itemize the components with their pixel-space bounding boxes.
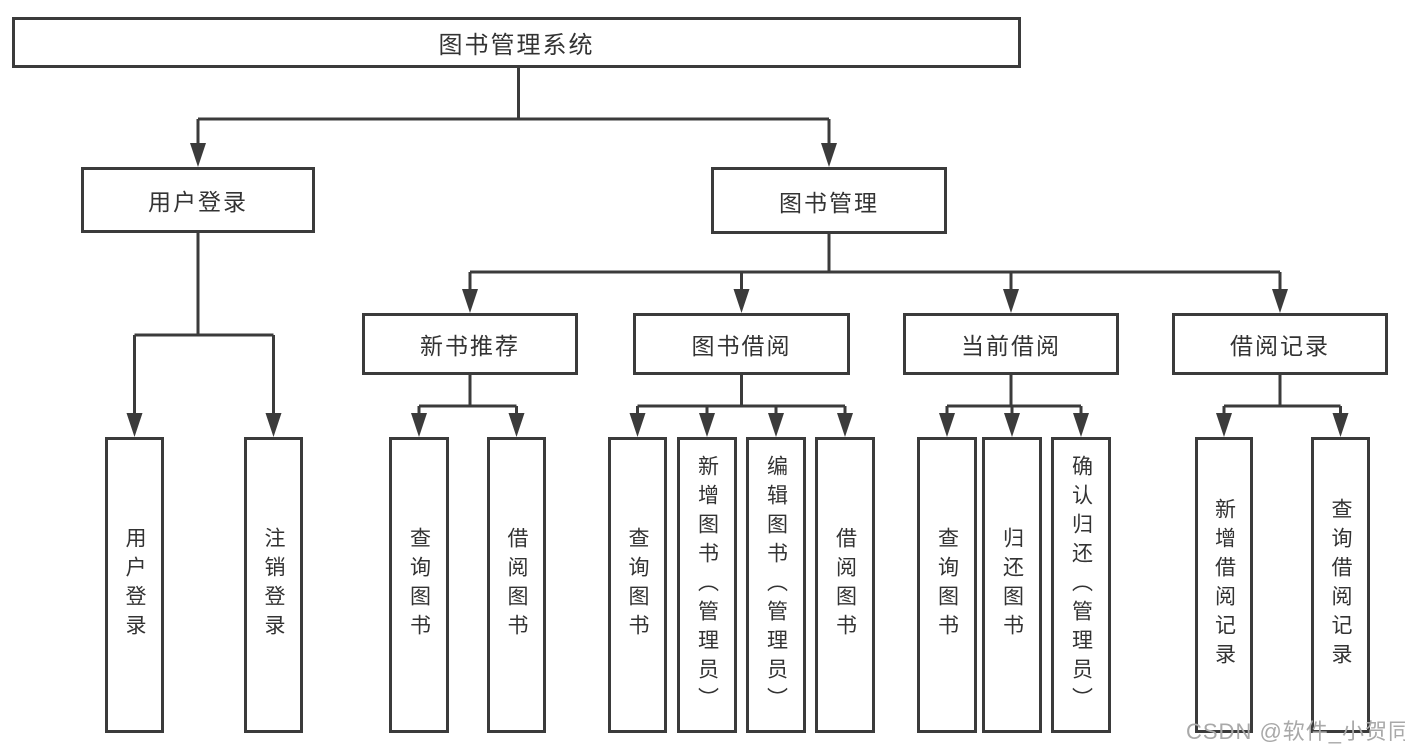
connector-borrow-record-children — [1222, 375, 1342, 418]
leaf-logout: 注销登录 — [244, 437, 303, 733]
arrowhead-icon — [1003, 289, 1019, 313]
connector-book-borrow-children — [636, 375, 847, 418]
leaf-borrow-books-recommend: 借阅图书 — [487, 437, 546, 733]
connector-book-management-children — [468, 234, 1282, 294]
arrowhead-icon — [733, 289, 750, 313]
node-library-management-system: 图书管理系统 — [12, 17, 1021, 68]
node-user-login: 用户登录 — [81, 167, 315, 233]
node-borrowing-records: 借阅记录 — [1172, 313, 1388, 375]
connector-current-borrow-children — [945, 375, 1083, 418]
node-new-book-recommendation: 新书推荐 — [362, 313, 578, 375]
connector-root-to-level1 — [196, 68, 831, 148]
arrowhead-icon — [768, 413, 784, 437]
leaf-edit-book-admin: 编辑图书（管理员） — [746, 437, 806, 733]
node-book-management: 图书管理 — [711, 167, 947, 234]
leaf-user-login: 用户登录 — [105, 437, 164, 733]
connector-new-book-children — [417, 375, 518, 418]
leaf-return-books: 归还图书 — [982, 437, 1042, 733]
arrowhead-icon — [411, 413, 427, 437]
csdn-watermark: CSDN @软件_小贺同学 — [1186, 719, 1405, 744]
arrowhead-icon — [1272, 289, 1288, 313]
leaf-query-books-current: 查询图书 — [917, 437, 977, 733]
arrowhead-icon — [1332, 413, 1349, 437]
node-current-borrowing: 当前借阅 — [903, 313, 1119, 375]
leaf-query-books-recommend: 查询图书 — [389, 437, 449, 733]
arrowhead-icon — [939, 413, 955, 437]
arrowhead-icon — [837, 413, 853, 437]
leaf-add-book-admin: 新增图书（管理员） — [677, 437, 737, 733]
arrowhead-icon — [1073, 413, 1089, 437]
arrowhead-icon — [265, 413, 282, 437]
leaf-query-borrow-record: 查询借阅记录 — [1311, 437, 1370, 733]
arrowhead-icon — [699, 413, 715, 437]
arrowhead-icon — [1216, 413, 1232, 437]
node-book-borrowing: 图书借阅 — [633, 313, 850, 375]
arrowhead-icon — [508, 413, 525, 437]
connector-user-login-children — [133, 233, 275, 418]
arrowhead-icon — [462, 289, 478, 313]
leaf-borrow-books: 借阅图书 — [815, 437, 875, 733]
leaf-query-books-borrow: 查询图书 — [608, 437, 667, 733]
arrowhead-icon — [1004, 413, 1020, 437]
leaf-add-borrow-record: 新增借阅记录 — [1195, 437, 1253, 733]
arrowhead-icon — [190, 143, 206, 167]
arrowhead-icon — [126, 413, 143, 437]
arrowhead-icon — [629, 413, 646, 437]
leaf-confirm-return-admin: 确认归还（管理员） — [1051, 437, 1111, 733]
arrowhead-icon — [821, 143, 837, 167]
